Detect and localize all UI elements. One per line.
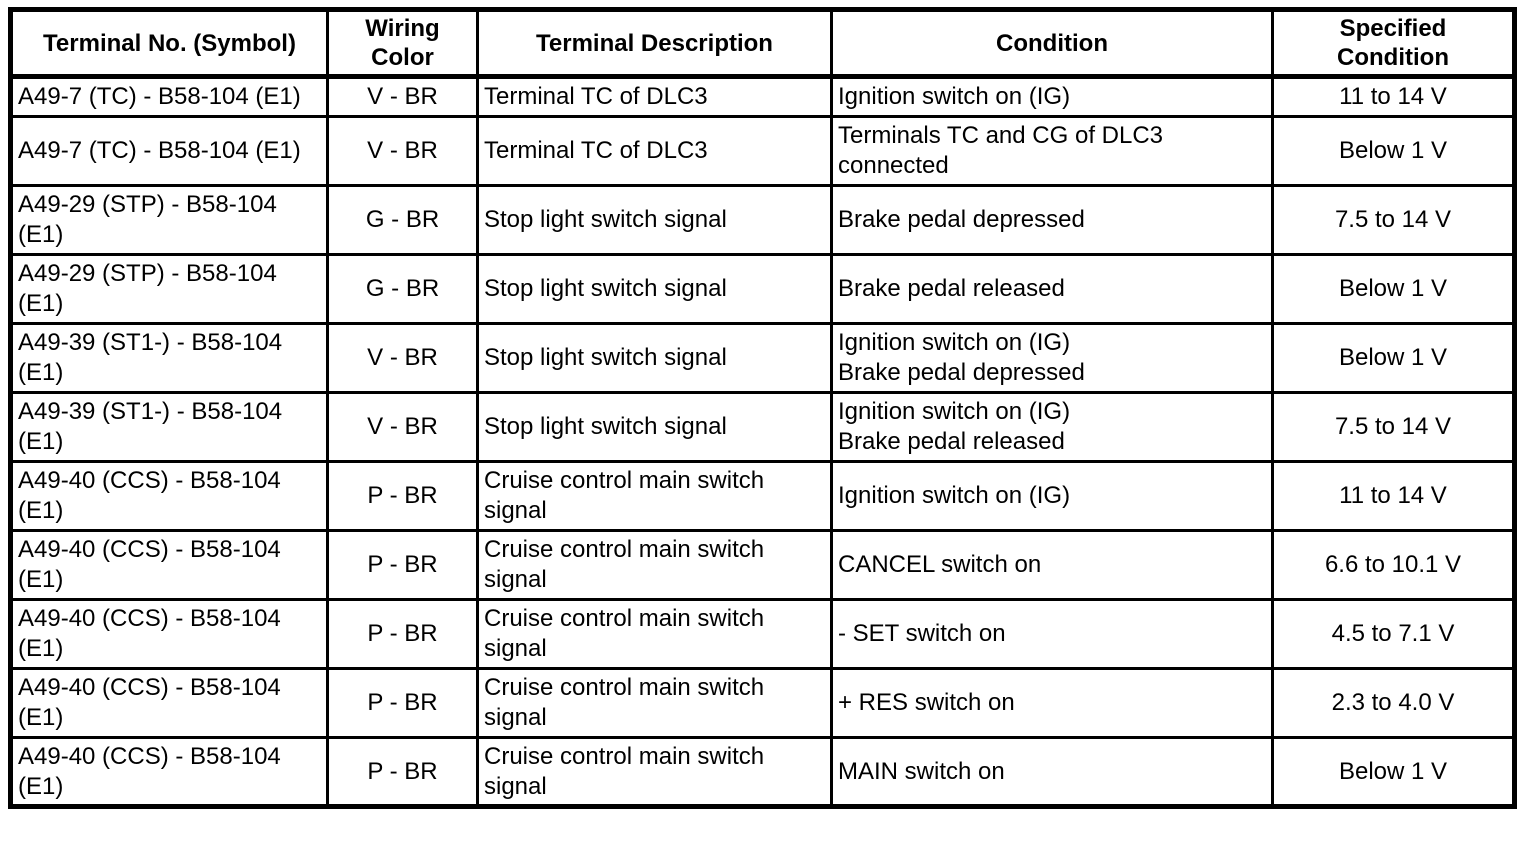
wiring-color-cell: P - BR	[326, 460, 479, 532]
condition-cell: Brake pedal released	[830, 253, 1274, 325]
terminal-description-cell: Stop light switch signal	[476, 184, 833, 256]
condition-cell: Brake pedal depressed	[830, 184, 1274, 256]
wiring-color-cell: V - BR	[326, 391, 479, 463]
specified-condition-cell: 6.6 to 10.1 V	[1271, 529, 1516, 601]
specified-condition-cell: 7.5 to 14 V	[1271, 391, 1516, 463]
specified-condition-cell: Below 1 V	[1271, 736, 1516, 808]
specified-condition-cell: Below 1 V	[1271, 253, 1516, 325]
wiring-color-cell: P - BR	[326, 736, 479, 808]
terminal-cell: A49-40 (CCS) - B58-104 (E1)	[9, 529, 329, 601]
terminal-description-cell: Cruise control main switch signal	[476, 736, 833, 808]
wiring-color-cell: G - BR	[326, 253, 479, 325]
col-header-terminal-description: Terminal Description	[476, 8, 833, 79]
table-row: A49-7 (TC) - B58-104 (E1) V - BR Termina…	[9, 115, 1516, 187]
terminal-cell: A49-40 (CCS) - B58-104 (E1)	[9, 460, 329, 532]
terminal-description-cell: Stop light switch signal	[476, 253, 833, 325]
col-header-terminal-no: Terminal No. (Symbol)	[9, 8, 329, 79]
wiring-color-cell: P - BR	[326, 667, 479, 739]
table-row: A49-40 (CCS) - B58-104 (E1) P - BR Cruis…	[9, 460, 1516, 532]
condition-cell: Ignition switch on (IG)	[830, 460, 1274, 532]
terminal-description-cell: Cruise control main switch signal	[476, 460, 833, 532]
terminal-cell: A49-40 (CCS) - B58-104 (E1)	[9, 598, 329, 670]
table-row: A49-29 (STP) - B58-104 (E1) G - BR Stop …	[9, 253, 1516, 325]
header-row: Terminal No. (Symbol) Wiring Color Termi…	[9, 8, 1516, 79]
condition-cell: Ignition switch on (IG)	[830, 75, 1274, 118]
condition-cell: + RES switch on	[830, 667, 1274, 739]
specified-condition-cell: 4.5 to 7.1 V	[1271, 598, 1516, 670]
table-row: A49-40 (CCS) - B58-104 (E1) P - BR Cruis…	[9, 598, 1516, 670]
terminal-cell: A49-39 (ST1-) - B58-104 (E1)	[9, 322, 329, 394]
terminal-description-cell: Stop light switch signal	[476, 391, 833, 463]
terminal-cell: A49-7 (TC) - B58-104 (E1)	[9, 75, 329, 118]
terminal-cell: A49-39 (ST1-) - B58-104 (E1)	[9, 391, 329, 463]
terminal-voltage-table: Terminal No. (Symbol) Wiring Color Termi…	[8, 7, 1517, 809]
table-row: A49-40 (CCS) - B58-104 (E1) P - BR Cruis…	[9, 529, 1516, 601]
wiring-color-cell: V - BR	[326, 322, 479, 394]
terminal-description-cell: Terminal TC of DLC3	[476, 115, 833, 187]
specified-condition-cell: Below 1 V	[1271, 115, 1516, 187]
condition-cell: - SET switch on	[830, 598, 1274, 670]
col-header-specified-condition: Specified Condition	[1271, 8, 1516, 79]
specified-condition-cell: Below 1 V	[1271, 322, 1516, 394]
table-row: A49-40 (CCS) - B58-104 (E1) P - BR Cruis…	[9, 667, 1516, 739]
condition-cell: Ignition switch on (IG) Brake pedal depr…	[830, 322, 1274, 394]
terminal-description-cell: Stop light switch signal	[476, 322, 833, 394]
table-row: A49-39 (ST1-) - B58-104 (E1) V - BR Stop…	[9, 391, 1516, 463]
terminal-cell: A49-29 (STP) - B58-104 (E1)	[9, 184, 329, 256]
terminal-description-cell: Terminal TC of DLC3	[476, 75, 833, 118]
wiring-color-cell: P - BR	[326, 598, 479, 670]
specified-condition-cell: 7.5 to 14 V	[1271, 184, 1516, 256]
condition-cell: Terminals TC and CG of DLC3 connected	[830, 115, 1274, 187]
terminal-description-cell: Cruise control main switch signal	[476, 667, 833, 739]
terminal-cell: A49-29 (STP) - B58-104 (E1)	[9, 253, 329, 325]
specified-condition-cell: 11 to 14 V	[1271, 75, 1516, 118]
terminal-cell: A49-40 (CCS) - B58-104 (E1)	[9, 667, 329, 739]
col-header-condition: Condition	[830, 8, 1274, 79]
specified-condition-cell: 2.3 to 4.0 V	[1271, 667, 1516, 739]
specified-condition-cell: 11 to 14 V	[1271, 460, 1516, 532]
col-header-wiring-color: Wiring Color	[326, 8, 479, 79]
terminal-description-cell: Cruise control main switch signal	[476, 529, 833, 601]
wiring-color-cell: P - BR	[326, 529, 479, 601]
condition-cell: CANCEL switch on	[830, 529, 1274, 601]
wiring-color-cell: V - BR	[326, 75, 479, 118]
table-row: A49-7 (TC) - B58-104 (E1) V - BR Termina…	[9, 75, 1516, 118]
wiring-color-cell: V - BR	[326, 115, 479, 187]
table-row: A49-39 (ST1-) - B58-104 (E1) V - BR Stop…	[9, 322, 1516, 394]
table-row: A49-40 (CCS) - B58-104 (E1) P - BR Cruis…	[9, 736, 1516, 808]
terminal-cell: A49-40 (CCS) - B58-104 (E1)	[9, 736, 329, 808]
table-row: A49-29 (STP) - B58-104 (E1) G - BR Stop …	[9, 184, 1516, 256]
wiring-color-cell: G - BR	[326, 184, 479, 256]
terminal-cell: A49-7 (TC) - B58-104 (E1)	[9, 115, 329, 187]
terminal-description-cell: Cruise control main switch signal	[476, 598, 833, 670]
condition-cell: MAIN switch on	[830, 736, 1274, 808]
condition-cell: Ignition switch on (IG) Brake pedal rele…	[830, 391, 1274, 463]
